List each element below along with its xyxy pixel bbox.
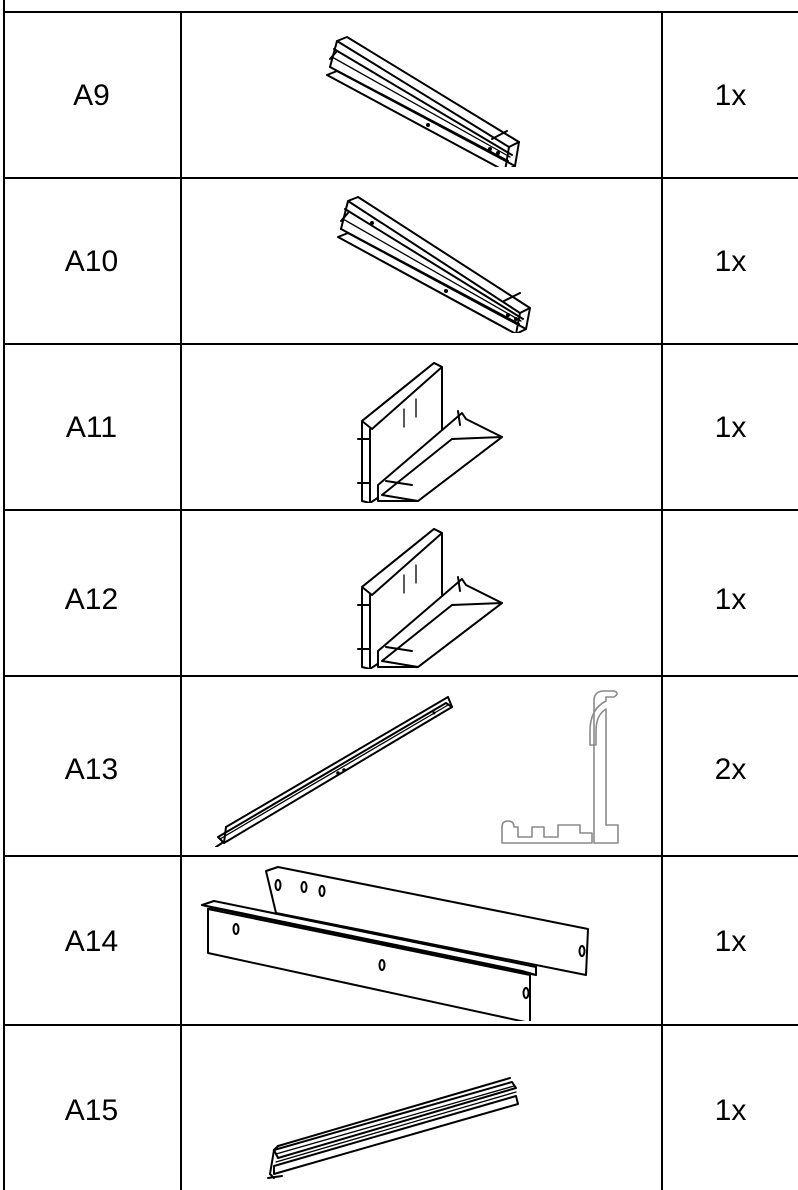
part-quantity: 1x — [714, 1094, 747, 1127]
row-divider — [3, 1024, 798, 1026]
row-divider — [3, 343, 798, 345]
part-code: A14 — [64, 925, 119, 958]
table-row: A15 1x — [0, 1026, 798, 1190]
row-divider — [3, 855, 798, 857]
row-divider — [3, 675, 798, 677]
part-code: A13 — [64, 753, 119, 786]
part-code: A9 — [73, 79, 110, 112]
channel-profile-icon — [182, 1026, 662, 1186]
wide-angle-profile-icon — [182, 863, 662, 1021]
slim-rail-with-cross-section-icon — [182, 687, 662, 847]
column-divider-image — [180, 12, 182, 1190]
part-quantity: 1x — [714, 245, 747, 278]
part-code: A12 — [64, 583, 119, 616]
table-row: A13 2x — [0, 677, 798, 855]
table-row: A9 1x — [0, 13, 798, 177]
column-divider-qty — [661, 12, 663, 1190]
part-quantity: 1x — [714, 925, 747, 958]
table-row: A11 1x — [0, 345, 798, 509]
table-row: A10 1x — [0, 179, 798, 343]
long-rail-profile-icon — [182, 27, 662, 167]
table-top-border — [3, 11, 798, 13]
part-code: A10 — [64, 245, 119, 278]
part-code: A15 — [64, 1094, 119, 1127]
part-code: A11 — [65, 411, 118, 444]
row-divider — [3, 177, 798, 179]
table-row: A12 1x — [0, 511, 798, 675]
part-quantity: 2x — [714, 753, 747, 786]
flanged-base-profile-icon — [182, 353, 662, 503]
part-quantity: 1x — [714, 411, 747, 444]
table-left-border — [3, 0, 5, 1190]
table-row: A14 1x — [0, 857, 798, 1024]
part-quantity: 1x — [714, 583, 747, 616]
row-divider — [3, 509, 798, 511]
flanged-base-profile-icon — [182, 519, 662, 669]
long-rail-profile-icon — [182, 193, 662, 333]
part-quantity: 1x — [714, 79, 747, 112]
